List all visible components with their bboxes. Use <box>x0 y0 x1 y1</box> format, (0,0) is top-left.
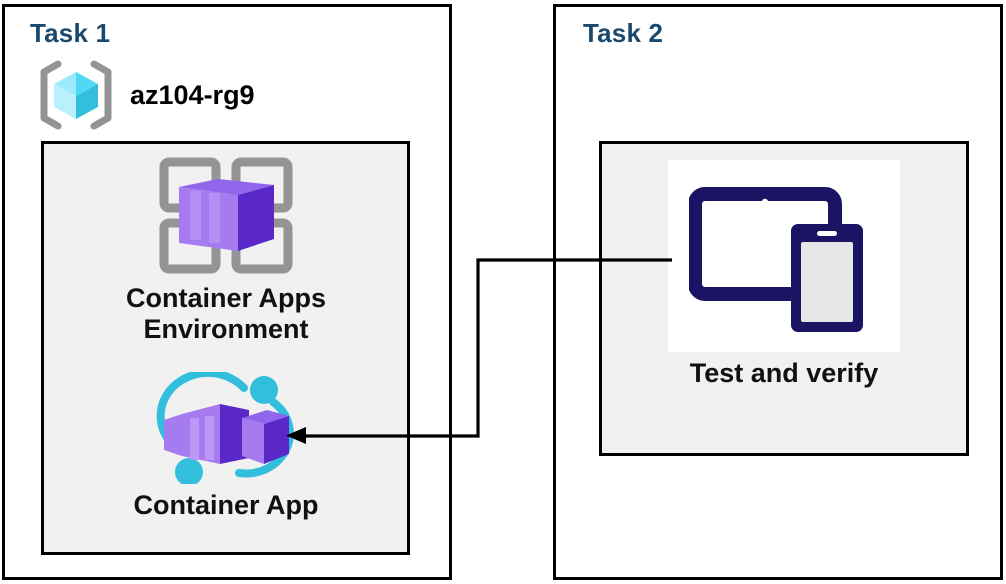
container-apps-environment-caption: Container Apps Environment <box>125 283 326 344</box>
container-app-icon <box>146 372 306 484</box>
task-2-title: Task 2 <box>583 18 664 48</box>
test-and-verify-caption: Test and verify <box>689 358 879 388</box>
resource-group-name: az104-rg9 <box>130 79 255 110</box>
container-app-caption: Container App <box>133 490 319 520</box>
node-test-and-verify: Test and verify <box>629 160 939 389</box>
node-container-apps-environment: Container Apps Environment <box>71 155 381 344</box>
devices-tablet-phone-icon <box>689 176 879 336</box>
task-1-title: Task 1 <box>30 18 111 48</box>
node-container-app: Container App <box>71 372 381 521</box>
devices-icon-plate <box>668 160 900 352</box>
container-apps-environment-icon <box>146 155 306 277</box>
resource-group-header: az104-rg9 <box>36 58 366 132</box>
azure-resource-group-icon <box>36 60 116 130</box>
